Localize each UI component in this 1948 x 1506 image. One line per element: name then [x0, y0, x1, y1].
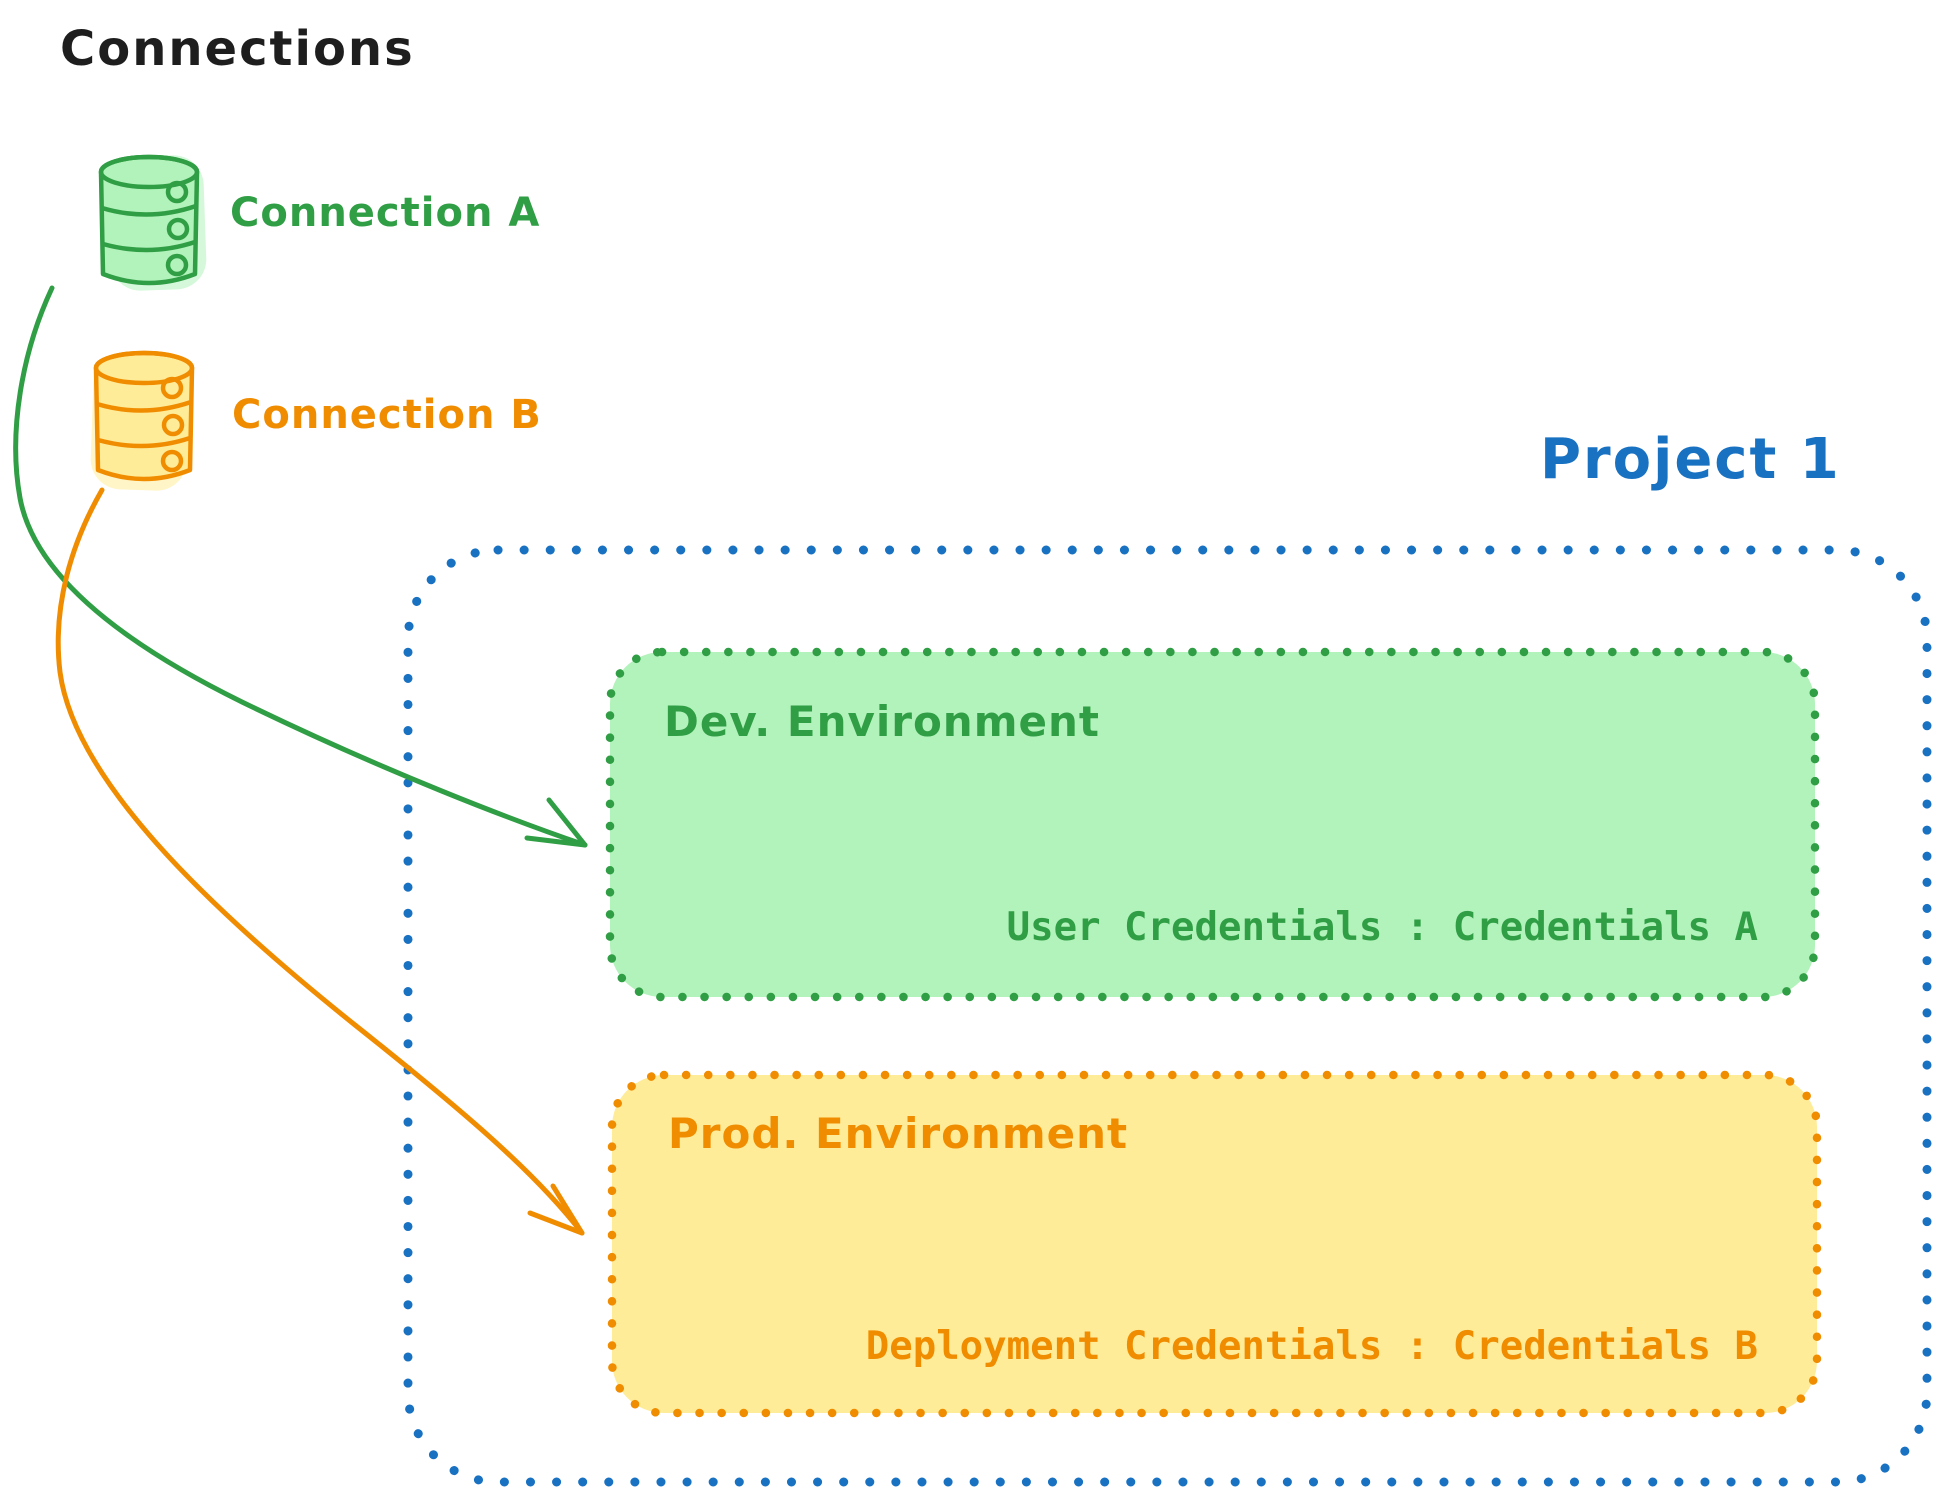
project-box-border: [403, 545, 1932, 1487]
db-band: [100, 239, 198, 253]
db-top: [93, 350, 195, 386]
arrow-head: [527, 1183, 585, 1236]
db-band: [95, 435, 193, 449]
connections-title: Connections: [60, 21, 415, 77]
db-led: [165, 180, 189, 204]
database-icon-connection-b: [90, 350, 195, 491]
db-led: [160, 449, 184, 473]
db-led: [166, 217, 190, 241]
arrow-connection-a-to-dev: [13, 285, 588, 848]
arrow-shaft: [55, 487, 585, 1236]
prod-environment-box: [607, 1070, 1822, 1418]
db-band: [99, 203, 199, 217]
db-band: [94, 399, 194, 413]
prod-environment-credentials: Deployment Credentials : Credentials B: [865, 1324, 1758, 1369]
prod-environment-title: Prod. Environment: [668, 1109, 1129, 1158]
database-icon-connection-a: [98, 154, 207, 291]
arrow-shaft: [13, 285, 588, 848]
dev-environment-credentials: User Credentials : Credentials A: [1006, 905, 1758, 950]
arrow-head: [524, 797, 588, 848]
db-led: [161, 413, 185, 437]
dev-environment-title: Dev. Environment: [664, 697, 1100, 746]
connection-b-label: Connection B: [232, 392, 542, 438]
db-led: [165, 253, 189, 277]
arrow-connection-b-to-prod: [55, 487, 585, 1236]
db-led: [160, 376, 184, 400]
db-top: [98, 154, 200, 190]
project-title: Project 1: [1540, 427, 1841, 492]
connection-a-label: Connection A: [230, 190, 541, 236]
dev-environment-box: [605, 647, 1820, 1002]
